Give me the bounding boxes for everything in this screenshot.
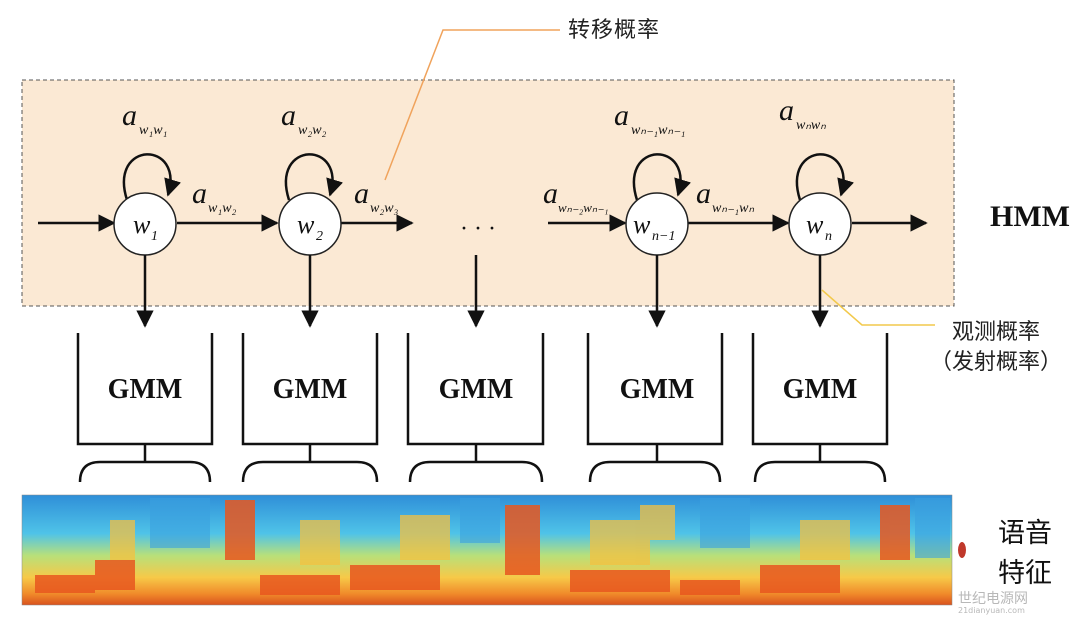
- svg-text:a: a: [779, 94, 794, 127]
- svg-text:2: 2: [316, 229, 323, 244]
- transition-label-w2-w3: a w₂w₃: [354, 177, 399, 216]
- emission-probability-label: 观测概率 （发射概率）: [930, 318, 1062, 378]
- svg-text:w₂w₂: w₂w₂: [298, 123, 327, 138]
- self-loop-label-wn-minus-1: a wₙ₋₁wₙ₋₁: [614, 99, 685, 138]
- svg-text:GMM: GMM: [620, 374, 695, 405]
- svg-text:1: 1: [151, 229, 158, 244]
- watermark-text: 世纪电源网: [958, 591, 1028, 607]
- self-loop-wn: [795, 153, 854, 201]
- svg-text:a: a: [354, 177, 369, 210]
- transition-label-wn2-wn1: a wₙ₋₂wₙ₋₁: [543, 177, 608, 215]
- svg-text:wₙwₙ: wₙwₙ: [796, 118, 826, 133]
- svg-text:w: w: [633, 210, 651, 239]
- svg-text:w₁w₂: w₁w₂: [208, 201, 237, 216]
- self-loop-w1: [122, 153, 181, 201]
- hmm-label: HMM: [990, 200, 1070, 233]
- brace-3: [408, 444, 544, 483]
- svg-text:w: w: [133, 210, 151, 239]
- state-w2: w 2: [278, 192, 342, 256]
- svg-text:a: a: [543, 177, 558, 210]
- self-loop-label-wn: a wₙwₙ: [779, 94, 826, 133]
- svg-text:GMM: GMM: [783, 374, 858, 405]
- gmm-box-4: GMM: [586, 333, 724, 446]
- svg-text:wₙ₋₂wₙ₋₁: wₙ₋₂wₙ₋₁: [558, 200, 608, 215]
- svg-text:w₂w₃: w₂w₃: [370, 201, 399, 216]
- gmm-box-5: GMM: [751, 333, 889, 446]
- state-wn: w n: [788, 192, 852, 256]
- gmm-box-3: GMM: [406, 333, 545, 446]
- watermark: 世纪电源网 21dianyuan.com: [958, 588, 1028, 615]
- svg-text:a: a: [122, 99, 137, 132]
- self-loop-label-w2: a w₂w₂: [281, 99, 327, 138]
- gmm-box-1: GMM: [76, 333, 214, 446]
- svg-text:a: a: [192, 177, 207, 210]
- svg-text:w: w: [806, 210, 824, 239]
- edge-marker: [958, 542, 966, 558]
- brace-5: [753, 444, 887, 483]
- svg-text:wₙ₋₁wₙ₋₁: wₙ₋₁wₙ₋₁: [631, 123, 685, 138]
- svg-text:n−1: n−1: [652, 229, 675, 244]
- emission-callout-line: [821, 289, 935, 326]
- self-loop-w2: [284, 153, 343, 201]
- svg-text:GMM: GMM: [273, 374, 348, 405]
- speech-label-line1: 语音: [998, 518, 1052, 549]
- svg-text:w₁w₁: w₁w₁: [139, 123, 167, 138]
- svg-text:w: w: [297, 210, 315, 239]
- svg-text:a: a: [614, 99, 629, 132]
- self-loop-wn1: [632, 153, 691, 201]
- state-wn-minus-1: w n−1: [625, 192, 689, 256]
- speech-features-label: 语音 特征: [998, 514, 1068, 594]
- state-w1: w 1: [113, 192, 177, 256]
- gmm-box-2: GMM: [241, 333, 379, 446]
- svg-text:wₙ₋₁wₙ: wₙ₋₁wₙ: [712, 201, 755, 216]
- svg-text:GMM: GMM: [108, 374, 183, 405]
- svg-text:a: a: [696, 177, 711, 210]
- emission-label-line2: （发射概率）: [930, 350, 1063, 375]
- watermark-sub: 21dianyuan.com: [958, 606, 1025, 615]
- svg-text:n: n: [825, 229, 832, 244]
- ellipsis: · · ·: [460, 216, 496, 242]
- self-loop-label-w1: a w₁w₁: [122, 99, 167, 138]
- brace-2: [241, 444, 379, 483]
- transition-probability-label: 转移概率: [568, 18, 661, 43]
- speech-label-line2: 特征: [998, 558, 1052, 589]
- speech-spectrogram: [21, 494, 953, 606]
- emission-label-line1: 观测概率: [952, 320, 1041, 345]
- brace-1: [78, 444, 212, 483]
- transition-label-w1-w2: a w₁w₂: [192, 177, 237, 216]
- svg-text:GMM: GMM: [439, 374, 514, 405]
- svg-text:a: a: [281, 99, 296, 132]
- transition-callout-line: [384, 29, 560, 181]
- brace-4: [588, 444, 722, 483]
- transition-label-wn1-wn: a wₙ₋₁wₙ: [696, 177, 755, 216]
